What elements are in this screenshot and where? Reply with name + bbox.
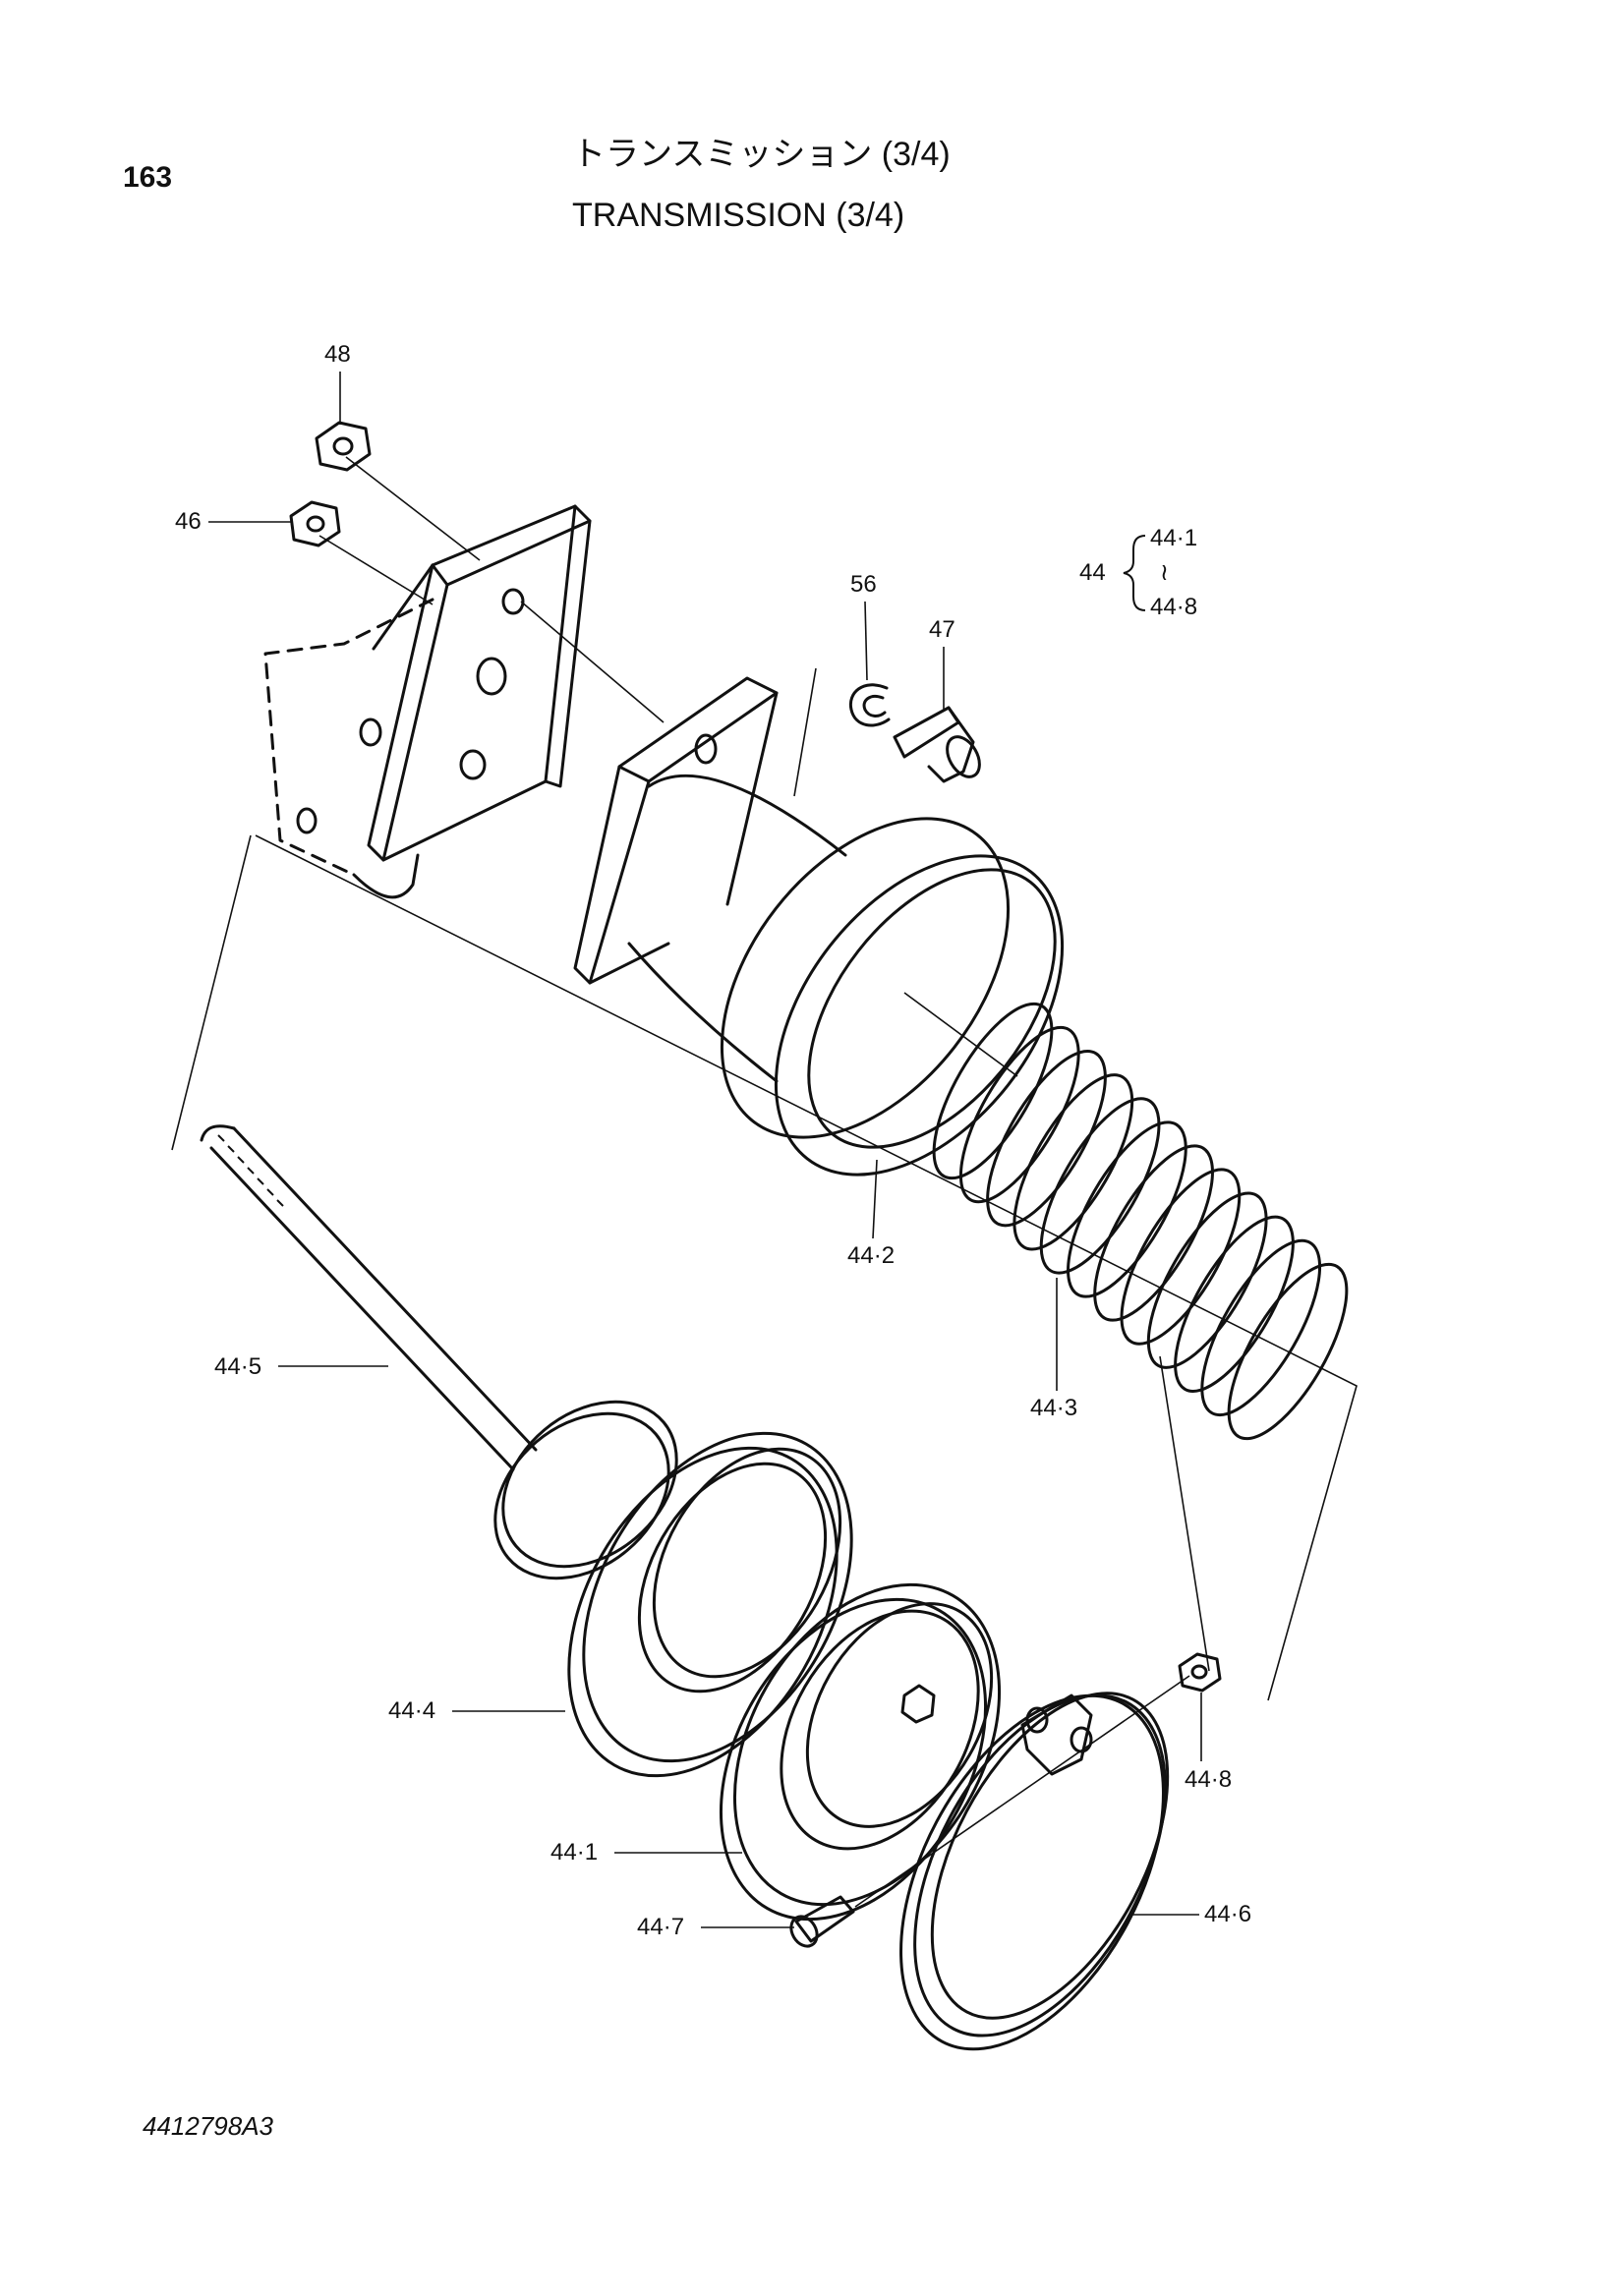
- spring-coil: [1067, 1120, 1187, 1298]
- bracket-plate: [263, 504, 592, 899]
- piston-ring-44-6: [899, 1692, 1170, 2051]
- callout-44-6: 44·6: [1204, 1901, 1251, 1927]
- nut-44-8: [1178, 1652, 1222, 1693]
- callout-56: 56: [850, 571, 877, 598]
- spring-coil: [1200, 1238, 1322, 1417]
- callout-44-7: 44·7: [637, 1914, 684, 1940]
- bolt-47: [893, 706, 981, 783]
- nut-46: [289, 500, 341, 547]
- callout-48: 48: [324, 341, 351, 368]
- spring-coil: [1012, 1073, 1134, 1251]
- nut-48: [315, 421, 372, 472]
- coil-spring: [932, 1002, 1349, 1441]
- callout-46: 46: [175, 508, 202, 535]
- document-number: 4412798A3: [143, 2111, 274, 2141]
- assembly-brace: [1123, 535, 1146, 611]
- callout-44-2: 44·2: [847, 1242, 895, 1269]
- piston-rod: [200, 1124, 538, 1471]
- snap-ring-56: [848, 683, 891, 727]
- bolt-44-7: [789, 1895, 855, 1948]
- callouts: 48 46 56 47 44·2 44·3 44·5 44·4 44·1 44·…: [175, 341, 1251, 1940]
- assembly-parent-label: 44: [1079, 559, 1106, 586]
- spring-coil: [1146, 1191, 1268, 1369]
- spring-coil: [1174, 1215, 1295, 1393]
- spring-coil: [958, 1025, 1080, 1204]
- callout-44-8: 44·8: [1185, 1766, 1232, 1793]
- callout-44-3: 44·3: [1030, 1395, 1077, 1421]
- spring-coil: [932, 1002, 1054, 1180]
- page-number: 163: [123, 161, 172, 194]
- spring-coil: [1039, 1097, 1161, 1275]
- assembly-first-label: 44·1: [1150, 525, 1197, 551]
- callout-44-1: 44·1: [550, 1839, 598, 1866]
- callout-47: 47: [929, 616, 955, 643]
- assembly-lines: [171, 456, 1358, 1908]
- assembly-range-mark: ≀: [1160, 559, 1169, 586]
- spring-coil: [1093, 1144, 1214, 1322]
- assembly-last-label: 44·8: [1150, 594, 1197, 620]
- spring-coil: [986, 1050, 1107, 1228]
- piston-body-44-1: [719, 1582, 1002, 1922]
- assembly-note: 44 44·1 ≀ 44·8: [1079, 525, 1197, 620]
- piston-disc: [493, 1400, 678, 1580]
- title-japanese: トランスミッション (3/4): [572, 136, 951, 173]
- cylinder-housing: [573, 676, 847, 1083]
- callout-44-4: 44·4: [388, 1697, 435, 1724]
- housing-ring: [720, 817, 1065, 1177]
- spring-coil: [1227, 1262, 1349, 1441]
- callout-44-5: 44·5: [214, 1353, 261, 1380]
- flanged-cup-44-4: [567, 1431, 853, 1778]
- spring-coil: [1120, 1168, 1242, 1346]
- title-english: TRANSMISSION (3/4): [572, 197, 904, 234]
